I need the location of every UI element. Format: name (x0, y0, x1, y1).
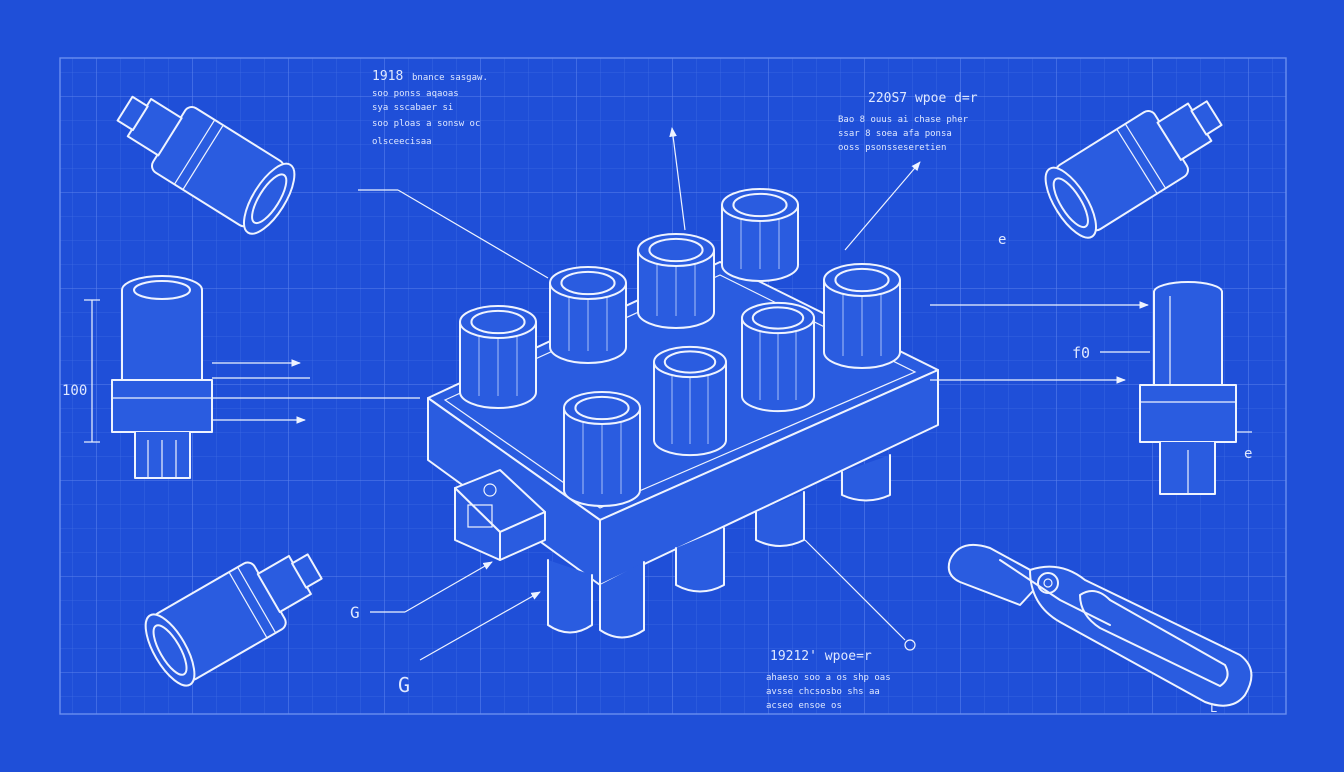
callout-lines (358, 127, 921, 661)
annotation-line: Bao 8 ouus ai chase pher (838, 115, 969, 125)
annotation-line: acseo ensoe os (766, 701, 842, 711)
annotation-line: avsse chcsosbo shs aa (766, 687, 880, 697)
terminal-cylinder (459, 305, 537, 409)
annotation-line: olsceecisaa (372, 137, 432, 147)
terminal-cylinder (823, 263, 901, 369)
dimension-label-left: 100 (62, 383, 87, 399)
cable-gland-icon-top-right (1044, 100, 1223, 239)
part-tag-right: e (1244, 446, 1252, 462)
annotation-heading: 220S7 wpoe d=r (868, 91, 978, 106)
callout-label-bottom-left-1: G (350, 603, 360, 622)
annotation-heading: 1918 (372, 69, 403, 84)
part-tag-top-right: e (998, 232, 1006, 248)
annotation-bottom-center: 19212' wpoe=r ahaeso soo a os shp oas av… (766, 649, 891, 711)
part-tag-bottom-right: L (1210, 701, 1217, 715)
cable-gland-icon-bottom-left (144, 553, 323, 687)
callout-lines-right (930, 301, 1252, 433)
annotation-line: sya sscabaer si (372, 103, 453, 113)
annotation-line: soo ponss aqaoas (372, 89, 459, 99)
terminal-cylinder (741, 301, 815, 413)
terminal-cylinder (563, 391, 641, 507)
annotation-line: ahaeso soo a os shp oas (766, 673, 891, 683)
callout-label-bottom-left-2: G (398, 673, 410, 697)
cable-gland-icon-left (111, 275, 213, 479)
cable-gland-icon-top-left (116, 95, 296, 235)
cable-gland-icon-right (1139, 281, 1237, 495)
annotation-top-left: 1918 bnance sasgaw. soo ponss aqaoas sya… (372, 69, 488, 147)
terminal-cylinder (721, 188, 799, 282)
terminal-cylinder (637, 233, 715, 329)
annotation-line: ssar 8 soea afa ponsa (838, 129, 952, 139)
dimension-line-left (84, 299, 420, 443)
annotation-heading: 19212' wpoe=r (770, 649, 872, 664)
terminal-cylinder (549, 266, 627, 364)
terminal-cylinder (653, 345, 727, 457)
annotation-line: bnance sasgaw. (412, 73, 488, 83)
annotation-line: soo ploas a sonsw oc (372, 119, 480, 129)
annotation-line: ooss psonsseseretien (838, 143, 946, 153)
pliers-tool-icon (947, 544, 1253, 707)
part-label-right: f0 (1072, 344, 1090, 362)
terminal-cylinders (459, 188, 901, 507)
annotation-top-right: 220S7 wpoe d=r Bao 8 ouus ai chase pher … (838, 91, 978, 153)
